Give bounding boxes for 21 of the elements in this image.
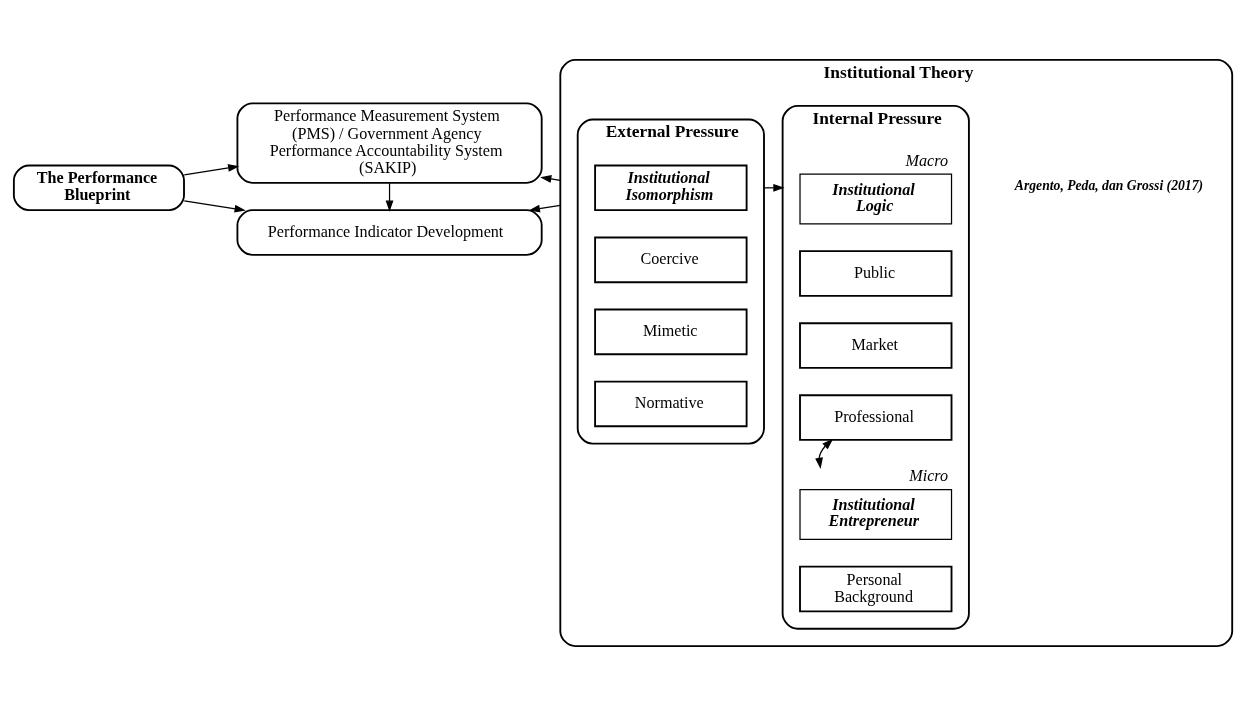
node-box: Institutional Isomorphism (594, 164, 748, 212)
node-label: Macro (905, 151, 948, 169)
node-box: Personal Background (799, 565, 953, 613)
node-label: Micro (909, 467, 949, 485)
node-box: Coercive (594, 236, 748, 284)
arrow (528, 204, 561, 213)
node-box: Performance Measurement System (PMS) / Government Agency Performance Accountability System (SAKIP) (236, 102, 543, 184)
node-box: Mimetic (594, 308, 748, 356)
label: Argento, Peda, dan Grossi (2017) (1014, 178, 1204, 194)
arrow (815, 438, 834, 469)
arrow (183, 164, 240, 176)
node-box: The Performance Blueprint (12, 164, 185, 212)
node-box: Institutional Entrepreneur (799, 489, 953, 540)
node-box: Market (799, 322, 953, 369)
node-box: Public (799, 250, 953, 297)
arrow (183, 200, 246, 213)
node-box: Institutional Logic (799, 173, 953, 225)
node-box: Normative (594, 380, 748, 428)
node-box: Performance Indicator Development (236, 209, 543, 256)
arrow (540, 175, 561, 183)
node-box: Professional (799, 394, 953, 441)
